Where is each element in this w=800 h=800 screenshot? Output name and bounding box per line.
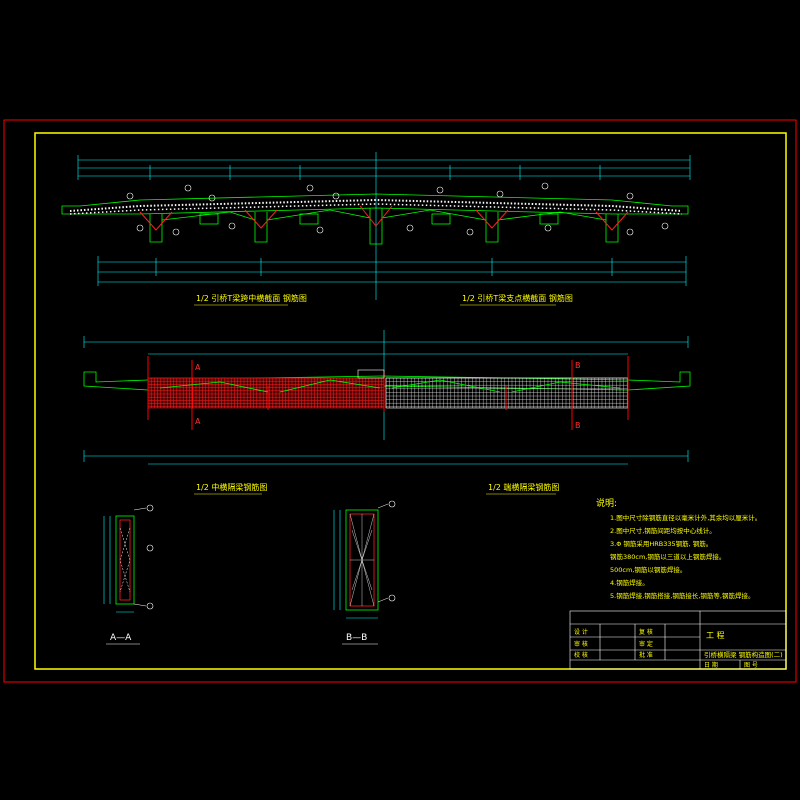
tb-date-label: 日 期 bbox=[704, 661, 718, 669]
diaphragm-elevation bbox=[83, 330, 691, 465]
note-3: 3.Φ 钢筋采用HRB335钢筋, 钢筋。 bbox=[610, 539, 712, 548]
note-7: 5.钢筋焊接,钢筋搭接,钢筋接长,钢筋等,钢筋焊接。 bbox=[610, 591, 754, 600]
section-b-b bbox=[333, 500, 396, 619]
title-mid-left: 1/2 中横隔梁钢筋图 bbox=[196, 482, 267, 492]
section-mark-a-top: A bbox=[195, 363, 201, 372]
tb-row3-a: 校 核 bbox=[574, 651, 588, 659]
tb-drawing-name: 引桥横隔梁 钢筋构造图(二) bbox=[704, 650, 783, 659]
note-4: 钢筋380cm,钢筋以三道以上钢筋焊接。 bbox=[610, 552, 725, 561]
note-1: 1.图中尺寸除钢筋直径以毫米计外,其余均以厘米计。 bbox=[610, 513, 761, 522]
tb-row3-b: 批 准 bbox=[639, 651, 653, 659]
title-section-a: A—A bbox=[110, 633, 132, 643]
title-section-b: B—B bbox=[346, 633, 367, 643]
note-2: 2.图中尺寸,钢筋间距均按中心线计。 bbox=[610, 526, 716, 535]
note-6: 4.钢筋焊接。 bbox=[610, 578, 649, 587]
title-block bbox=[569, 610, 787, 670]
section-mark-b-top: B bbox=[575, 361, 581, 370]
section-mark-a-bottom: A bbox=[195, 417, 201, 426]
tb-project-label: 工 程 bbox=[706, 631, 725, 640]
tb-row2-a: 审 核 bbox=[574, 640, 588, 648]
notes-heading: 说明: bbox=[596, 497, 617, 509]
title-mid-right: 1/2 端横隔梁钢筋图 bbox=[488, 482, 559, 492]
top-cross-section bbox=[61, 152, 691, 300]
title-top-right: 1/2 引桥T梁支点横截面 钢筋图 bbox=[462, 293, 573, 303]
tb-row1-a: 设 计 bbox=[574, 628, 588, 636]
tb-sheet-label: 图 号 bbox=[744, 662, 758, 669]
title-top-left: 1/2 引桥T梁跨中横截面 钢筋图 bbox=[196, 293, 307, 303]
section-mark-b-bottom: B bbox=[575, 421, 581, 430]
tb-row1-b: 复 核 bbox=[639, 628, 653, 636]
section-a-a bbox=[103, 504, 154, 613]
drawing-border bbox=[34, 132, 787, 670]
notes-block: 说明: 1.图中尺寸除钢筋直径以毫米计外,其余均以厘米计。 2.图中尺寸,钢筋间… bbox=[596, 497, 761, 600]
tb-row2-b: 审 定 bbox=[639, 640, 653, 648]
outer-frame bbox=[3, 119, 797, 683]
note-5: 500cm,钢筋以钢筋焊接。 bbox=[610, 565, 686, 574]
